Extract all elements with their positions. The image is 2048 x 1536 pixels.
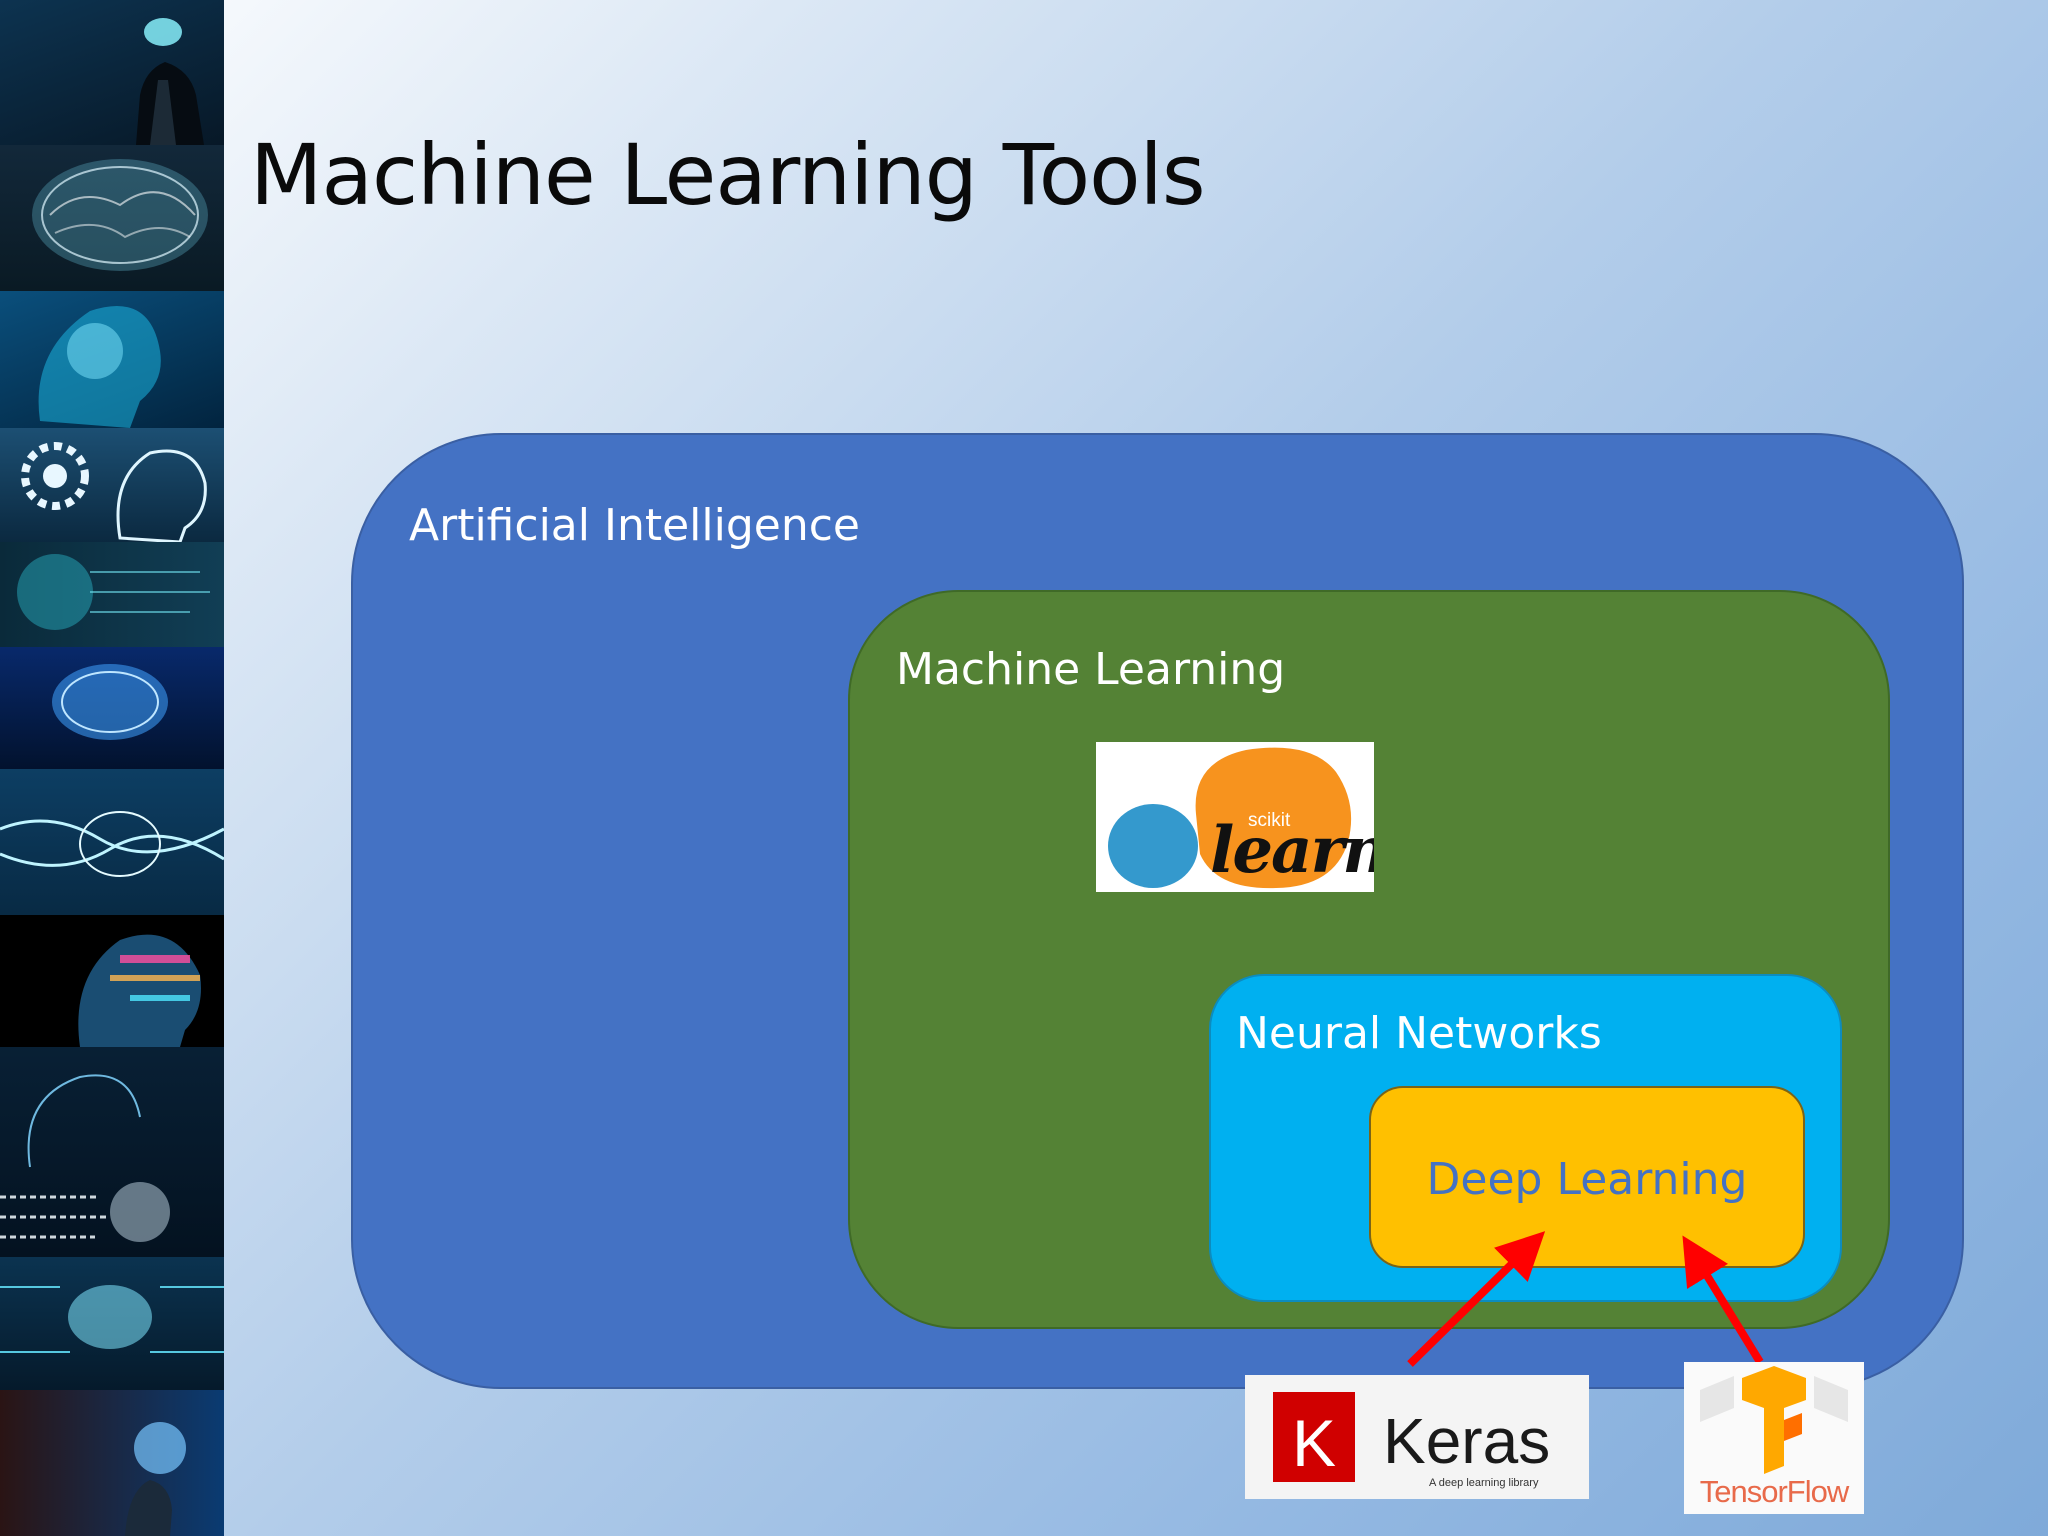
tensorflow-wordmark: TensorFlow [1700, 1474, 1850, 1509]
tensorflow-arrow [1682, 1235, 1764, 1365]
keras-k-badge [1273, 1392, 1355, 1482]
keras-k-letter: K [1292, 1406, 1336, 1480]
data-head-image [0, 915, 224, 1047]
head-silhouette-image [0, 0, 224, 145]
digital-head-image [0, 291, 224, 428]
binary-head-image [0, 1047, 224, 1257]
keras-arrow [1407, 1231, 1546, 1367]
deep-learning-label: Deep Learning [1426, 1154, 1748, 1205]
sklearn-learn-text: learn [1210, 813, 1374, 888]
slide-title: Machine Learning Tools [250, 126, 1206, 224]
deep-learning-region [1369, 1086, 1805, 1268]
neural-networks-label: Neural Networks [1236, 1008, 1602, 1059]
keras-logo: K Keras A deep learning library [1245, 1375, 1589, 1499]
sidebar-image-strip [0, 0, 224, 1536]
wired-brain-image [0, 769, 224, 915]
gears-brain-image [0, 428, 224, 542]
circuit-head-image [0, 542, 224, 647]
artificial-intelligence-label: Artificial Intelligence [409, 500, 860, 551]
keras-wordmark: Keras [1383, 1405, 1550, 1477]
glowing-brain-image [0, 145, 224, 291]
circuit-brain-image [0, 1257, 224, 1390]
blue-brain-image [0, 647, 224, 769]
sklearn-scikit-text: scikit [1248, 810, 1291, 831]
scikit-learn-logo: scikit learn [1096, 742, 1374, 892]
brain-hand-image [0, 1390, 224, 1536]
keras-tagline: A deep learning library [1429, 1477, 1539, 1489]
machine-learning-label: Machine Learning [896, 644, 1286, 695]
tensorflow-logo: TensorFlow [1684, 1362, 1864, 1514]
